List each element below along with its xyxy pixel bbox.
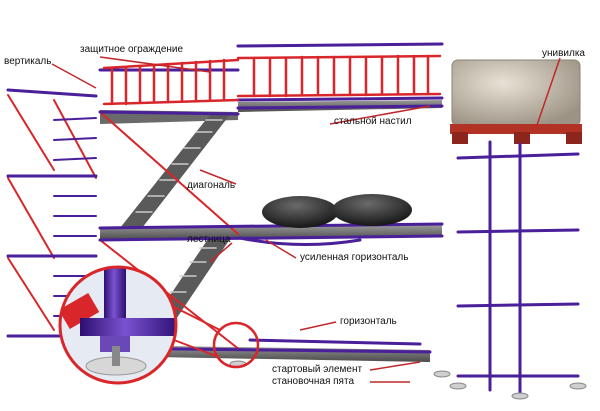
reinforced-horizontal-bar [238, 236, 362, 247]
label-steel-deck: стальной настил [334, 116, 412, 127]
right-tower-horizontals [456, 140, 580, 396]
right-tower-base-plates [449, 382, 587, 400]
u-head-mid [514, 132, 530, 144]
main-scaffold [91, 17, 451, 378]
leader-lines [51, 56, 561, 383]
material-bag-right [332, 194, 412, 226]
main-diagonals [99, 111, 241, 351]
guard-rail [102, 54, 442, 106]
stair-flight-upper [120, 112, 232, 228]
material-bag-left [262, 196, 338, 228]
right-tower [449, 59, 587, 400]
u-head-beam [450, 124, 582, 134]
label-guard-rail: защитное ограждение [80, 44, 184, 55]
label-u-head: унивилка [542, 48, 585, 59]
zoom-target-circle [212, 321, 260, 369]
label-reinforced-horizontal: усиленная горизонталь [300, 252, 409, 263]
base-zoom-detail [58, 265, 260, 385]
label-base-plate: становочная пята [272, 376, 355, 387]
right-tower-verticals [455, 137, 581, 393]
label-starting-element: стартовый элемент [272, 364, 363, 375]
label-vertical: вертикаль [4, 56, 52, 67]
label-horizontal: горизонталь [340, 316, 397, 327]
label-diagonal: диагональ [187, 180, 236, 191]
label-ladder: лестница [187, 234, 231, 245]
stone-block [451, 59, 581, 127]
